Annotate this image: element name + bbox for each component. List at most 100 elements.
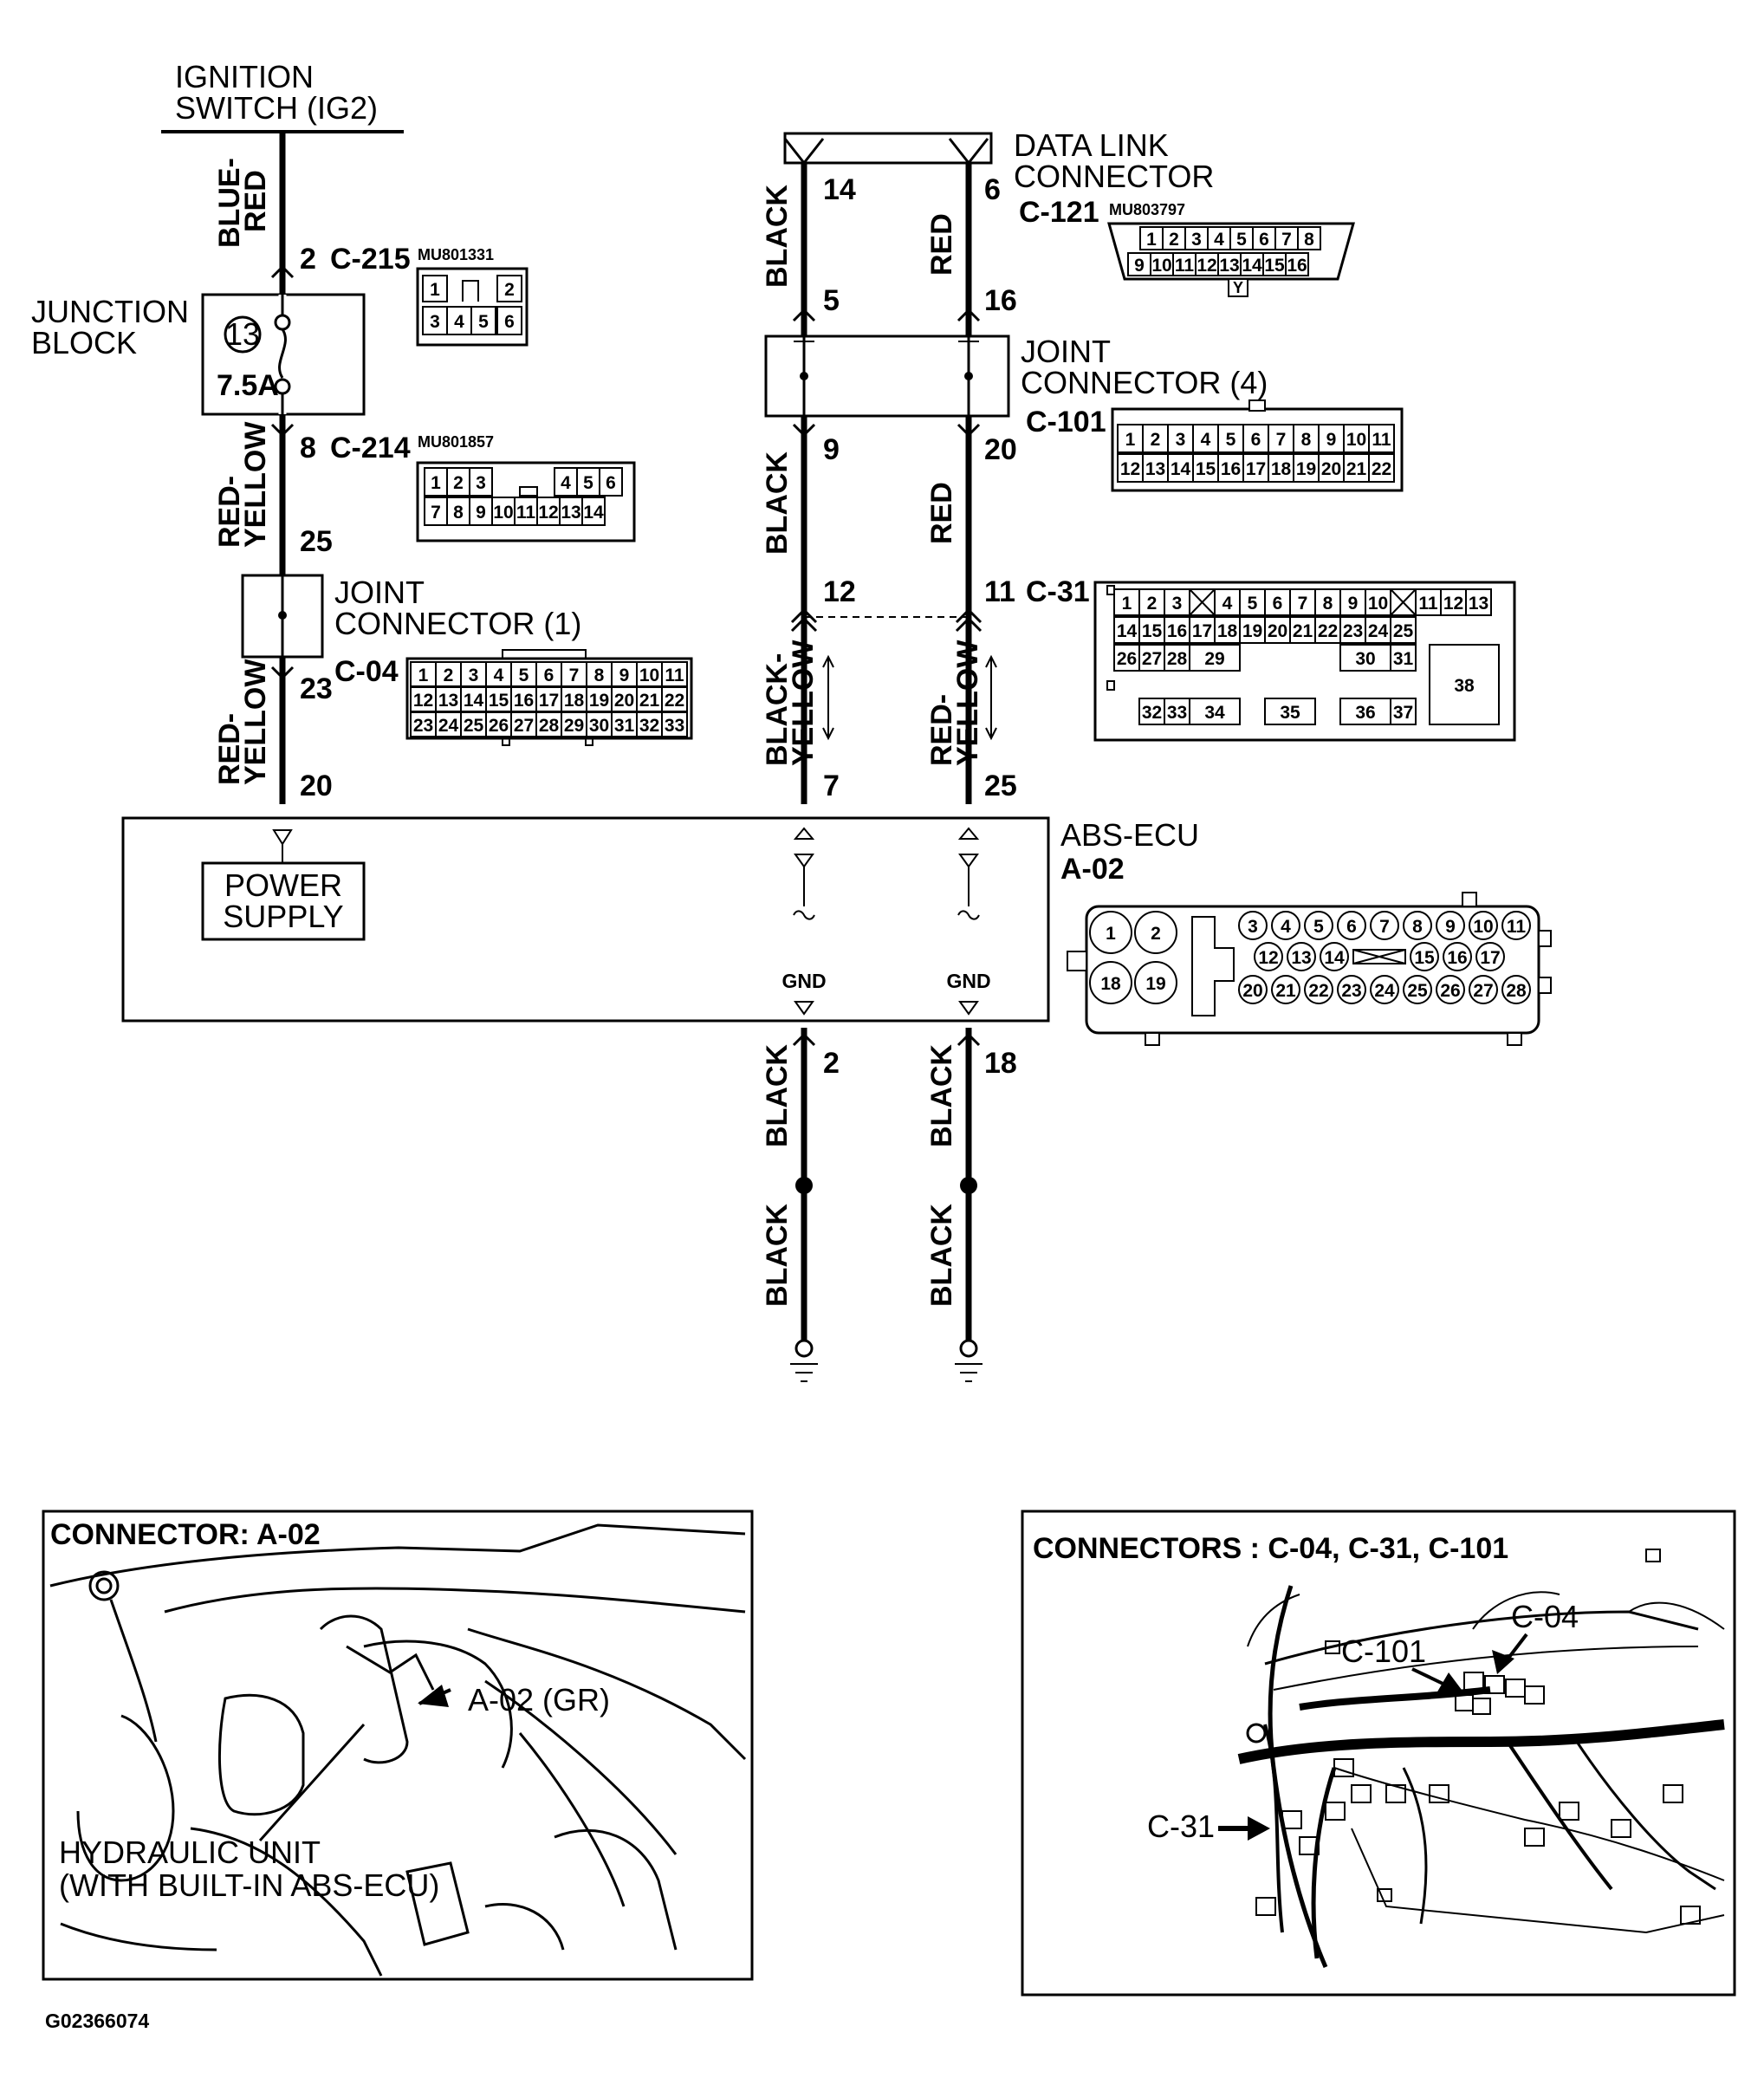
c04-cell: 7 <box>569 666 580 685</box>
c214-cell: 14 <box>583 503 604 523</box>
c101-cell: 19 <box>1296 459 1316 479</box>
c214-cell: 5 <box>583 473 593 493</box>
c121-part-number: MU803797 <box>1109 201 1185 218</box>
c101-pin-right-bottom: 20 <box>984 433 1017 466</box>
c101-cell: 8 <box>1301 430 1312 450</box>
c101-cell: 13 <box>1145 459 1165 479</box>
c04-cell: 20 <box>614 691 634 711</box>
c31-cell: 32 <box>1142 703 1162 723</box>
c101-cell: 6 <box>1251 430 1261 450</box>
c31-cell: 12 <box>1443 594 1463 614</box>
c214-cell: 2 <box>453 473 464 493</box>
a02-pin: 11 <box>1507 917 1527 937</box>
c31-cell: 3 <box>1172 594 1183 614</box>
c31-cell: 9 <box>1348 594 1359 614</box>
c04-cell: 19 <box>589 691 609 711</box>
c121-cell: 13 <box>1219 256 1239 276</box>
fuse-number: 13 <box>225 316 260 352</box>
c121-cell: 10 <box>1151 256 1171 276</box>
c121-cell: 5 <box>1236 230 1247 250</box>
c101-cell: 9 <box>1326 430 1337 450</box>
c101-pin-right-top: 16 <box>984 284 1017 317</box>
a02-pin: 2 <box>1151 924 1161 944</box>
wire-color-black-5: BLACK <box>761 1204 794 1307</box>
c31-cell: 14 <box>1117 621 1138 641</box>
a02-pin: 18 <box>1100 974 1121 994</box>
c121-id: C-121 <box>1019 196 1099 229</box>
c214-cell: 9 <box>476 503 486 523</box>
c31-cell: 18 <box>1217 621 1238 641</box>
a02-pin: 25 <box>1407 981 1428 1001</box>
c215-cell: 6 <box>504 312 515 332</box>
c31-cell: 10 <box>1368 594 1388 614</box>
c31-cell: 19 <box>1242 621 1262 641</box>
hydraulic-unit-label-1: HYDRAULIC UNIT <box>59 1834 321 1870</box>
c31-cell: 8 <box>1323 594 1333 614</box>
c31-id: C-31 <box>1026 575 1090 608</box>
c121-cell: 11 <box>1175 256 1195 276</box>
c04-cell: 33 <box>665 716 684 736</box>
junction-block-label-1: JUNCTION <box>31 294 189 329</box>
c31-cell: 36 <box>1355 703 1375 723</box>
c121-cell: 8 <box>1304 230 1314 250</box>
wire-color-black-4: BLACK <box>925 1044 958 1147</box>
c31-cell: 33 <box>1167 703 1187 723</box>
c121-cell: 4 <box>1214 230 1224 250</box>
engine-bay-illustration <box>49 1523 747 1977</box>
c31-cell: 23 <box>1343 621 1363 641</box>
c31-cell: 11 <box>1418 594 1438 614</box>
power-supply-circuit: IGNITION SWITCH (IG2) BLUE- RED 2 C-215 … <box>31 59 693 804</box>
c04-cell: 25 <box>464 716 484 736</box>
panel-a02-title: CONNECTOR: A-02 <box>50 1518 321 1551</box>
c214-cell: 13 <box>561 503 580 523</box>
c215-pin: 2 <box>300 243 316 276</box>
c214-cell: 4 <box>561 473 571 493</box>
c31-callout-arrow-icon <box>1248 1816 1270 1841</box>
a02-pin: 10 <box>1473 917 1493 937</box>
wire-color-black-3: BLACK <box>761 1044 794 1147</box>
c04-cell: 30 <box>589 716 609 736</box>
c214-pin-top: 8 <box>300 432 316 464</box>
c215-cell: 5 <box>478 312 489 332</box>
panel-dash-c31-label: C-31 <box>1147 1809 1215 1844</box>
c04-cell: 32 <box>639 716 659 736</box>
c121-cell: 15 <box>1264 256 1285 276</box>
a02-pin: 23 <box>1341 981 1361 1001</box>
c214-id: C-214 <box>330 432 411 464</box>
c04-cell: 5 <box>519 666 529 685</box>
a02-pin: 24 <box>1374 981 1395 1001</box>
c31-cell: 37 <box>1393 703 1413 723</box>
data-link-label-2: CONNECTOR <box>1014 159 1214 194</box>
a02-pin: 4 <box>1281 917 1291 937</box>
c31-cell: 28 <box>1167 649 1188 669</box>
c31-cell: 24 <box>1368 621 1389 641</box>
c04-cell: 26 <box>489 716 509 736</box>
c31-cell: 6 <box>1273 594 1283 614</box>
a02-pin-left: 7 <box>823 770 840 802</box>
ignition-switch-label-2: SWITCH (IG2) <box>175 90 378 126</box>
a02-callout-arrow-icon <box>418 1685 449 1707</box>
c214-connector-face: 1 2 3 4 5 6 7 8 9 10 11 12 13 14 <box>416 461 636 542</box>
a02-pin: 7 <box>1379 917 1390 937</box>
comm-terminal-left <box>793 827 815 920</box>
c04-id: C-04 <box>334 655 399 688</box>
c31-cell: 21 <box>1293 621 1313 641</box>
wire-color-black: BLACK <box>761 185 794 288</box>
c31-cell: 17 <box>1192 621 1212 641</box>
c121-cell: 3 <box>1191 230 1202 250</box>
c214-cell: 11 <box>516 503 536 523</box>
a02-pin: 1 <box>1106 924 1116 944</box>
bidirectional-arrow-icon <box>822 654 834 741</box>
c215-cell: 2 <box>504 280 515 300</box>
c121-cell: 9 <box>1134 256 1145 276</box>
a02-pin: 28 <box>1506 981 1527 1001</box>
wire-color-blue-red-1: BLUE- <box>213 158 246 248</box>
c121-cell: 14 <box>1242 256 1262 276</box>
data-link-circuit: DATA LINK CONNECTOR 14 6 C-121 MU803797 … <box>761 127 1516 804</box>
